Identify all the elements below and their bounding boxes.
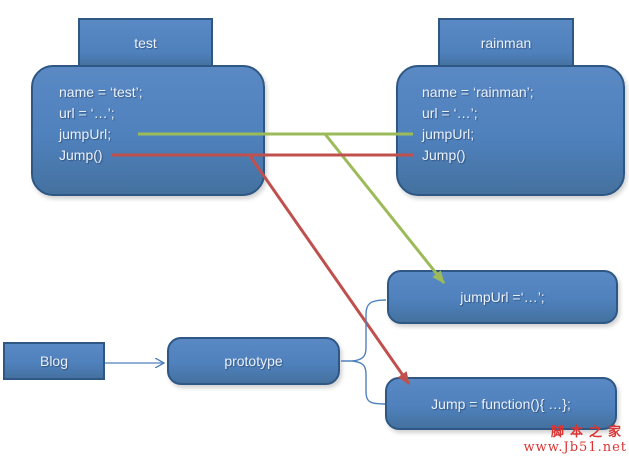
rainman-member-url: url = ‘…’; bbox=[422, 105, 478, 121]
prototype-members-brace bbox=[341, 299, 387, 405]
prototype-jumpurl-label: jumpUrl =‘…’; bbox=[460, 289, 545, 305]
rainman-object-body: name = ‘rainman’; url = ‘…’; jumpUrl; Ju… bbox=[396, 65, 625, 196]
watermark: 脚本之家 www.Jb51.net bbox=[524, 426, 627, 455]
test-object-tab: test bbox=[78, 18, 213, 68]
prototype-box: prototype bbox=[167, 337, 340, 385]
test-object-label: test bbox=[134, 35, 157, 51]
rainman-member-jump: Jump() bbox=[422, 147, 466, 163]
test-member-url: url = ‘…’; bbox=[59, 105, 115, 121]
blog-box: Blog bbox=[3, 342, 105, 380]
prototype-jump-box: Jump = function(){ …}; bbox=[385, 377, 617, 430]
test-member-list: name = ‘test’; url = ‘…’; jumpUrl; Jump(… bbox=[33, 67, 263, 166]
prototype-label: prototype bbox=[224, 353, 283, 369]
rainman-member-jumpurl: jumpUrl; bbox=[422, 126, 475, 142]
test-member-jumpurl: jumpUrl; bbox=[59, 126, 112, 142]
test-member-jump: Jump() bbox=[59, 147, 103, 163]
watermark-site-url: www.Jb51.net bbox=[523, 439, 627, 455]
rainman-object-tab: rainman bbox=[438, 18, 574, 68]
test-object-body: name = ‘test’; url = ‘…’; jumpUrl; Jump(… bbox=[31, 65, 265, 196]
watermark-site-name: 脚本之家 bbox=[550, 425, 627, 441]
rainman-object-label: rainman bbox=[480, 35, 532, 51]
prototype-jumpurl-box: jumpUrl =‘…’; bbox=[387, 270, 618, 324]
blog-label: Blog bbox=[39, 353, 69, 369]
rainman-member-name: name = ‘rainman’; bbox=[422, 84, 534, 100]
prototype-jump-label: Jump = function(){ …}; bbox=[431, 395, 571, 412]
test-member-name: name = ‘test’; bbox=[59, 84, 143, 100]
rainman-member-list: name = ‘rainman’; url = ‘…’; jumpUrl; Ju… bbox=[398, 67, 623, 166]
